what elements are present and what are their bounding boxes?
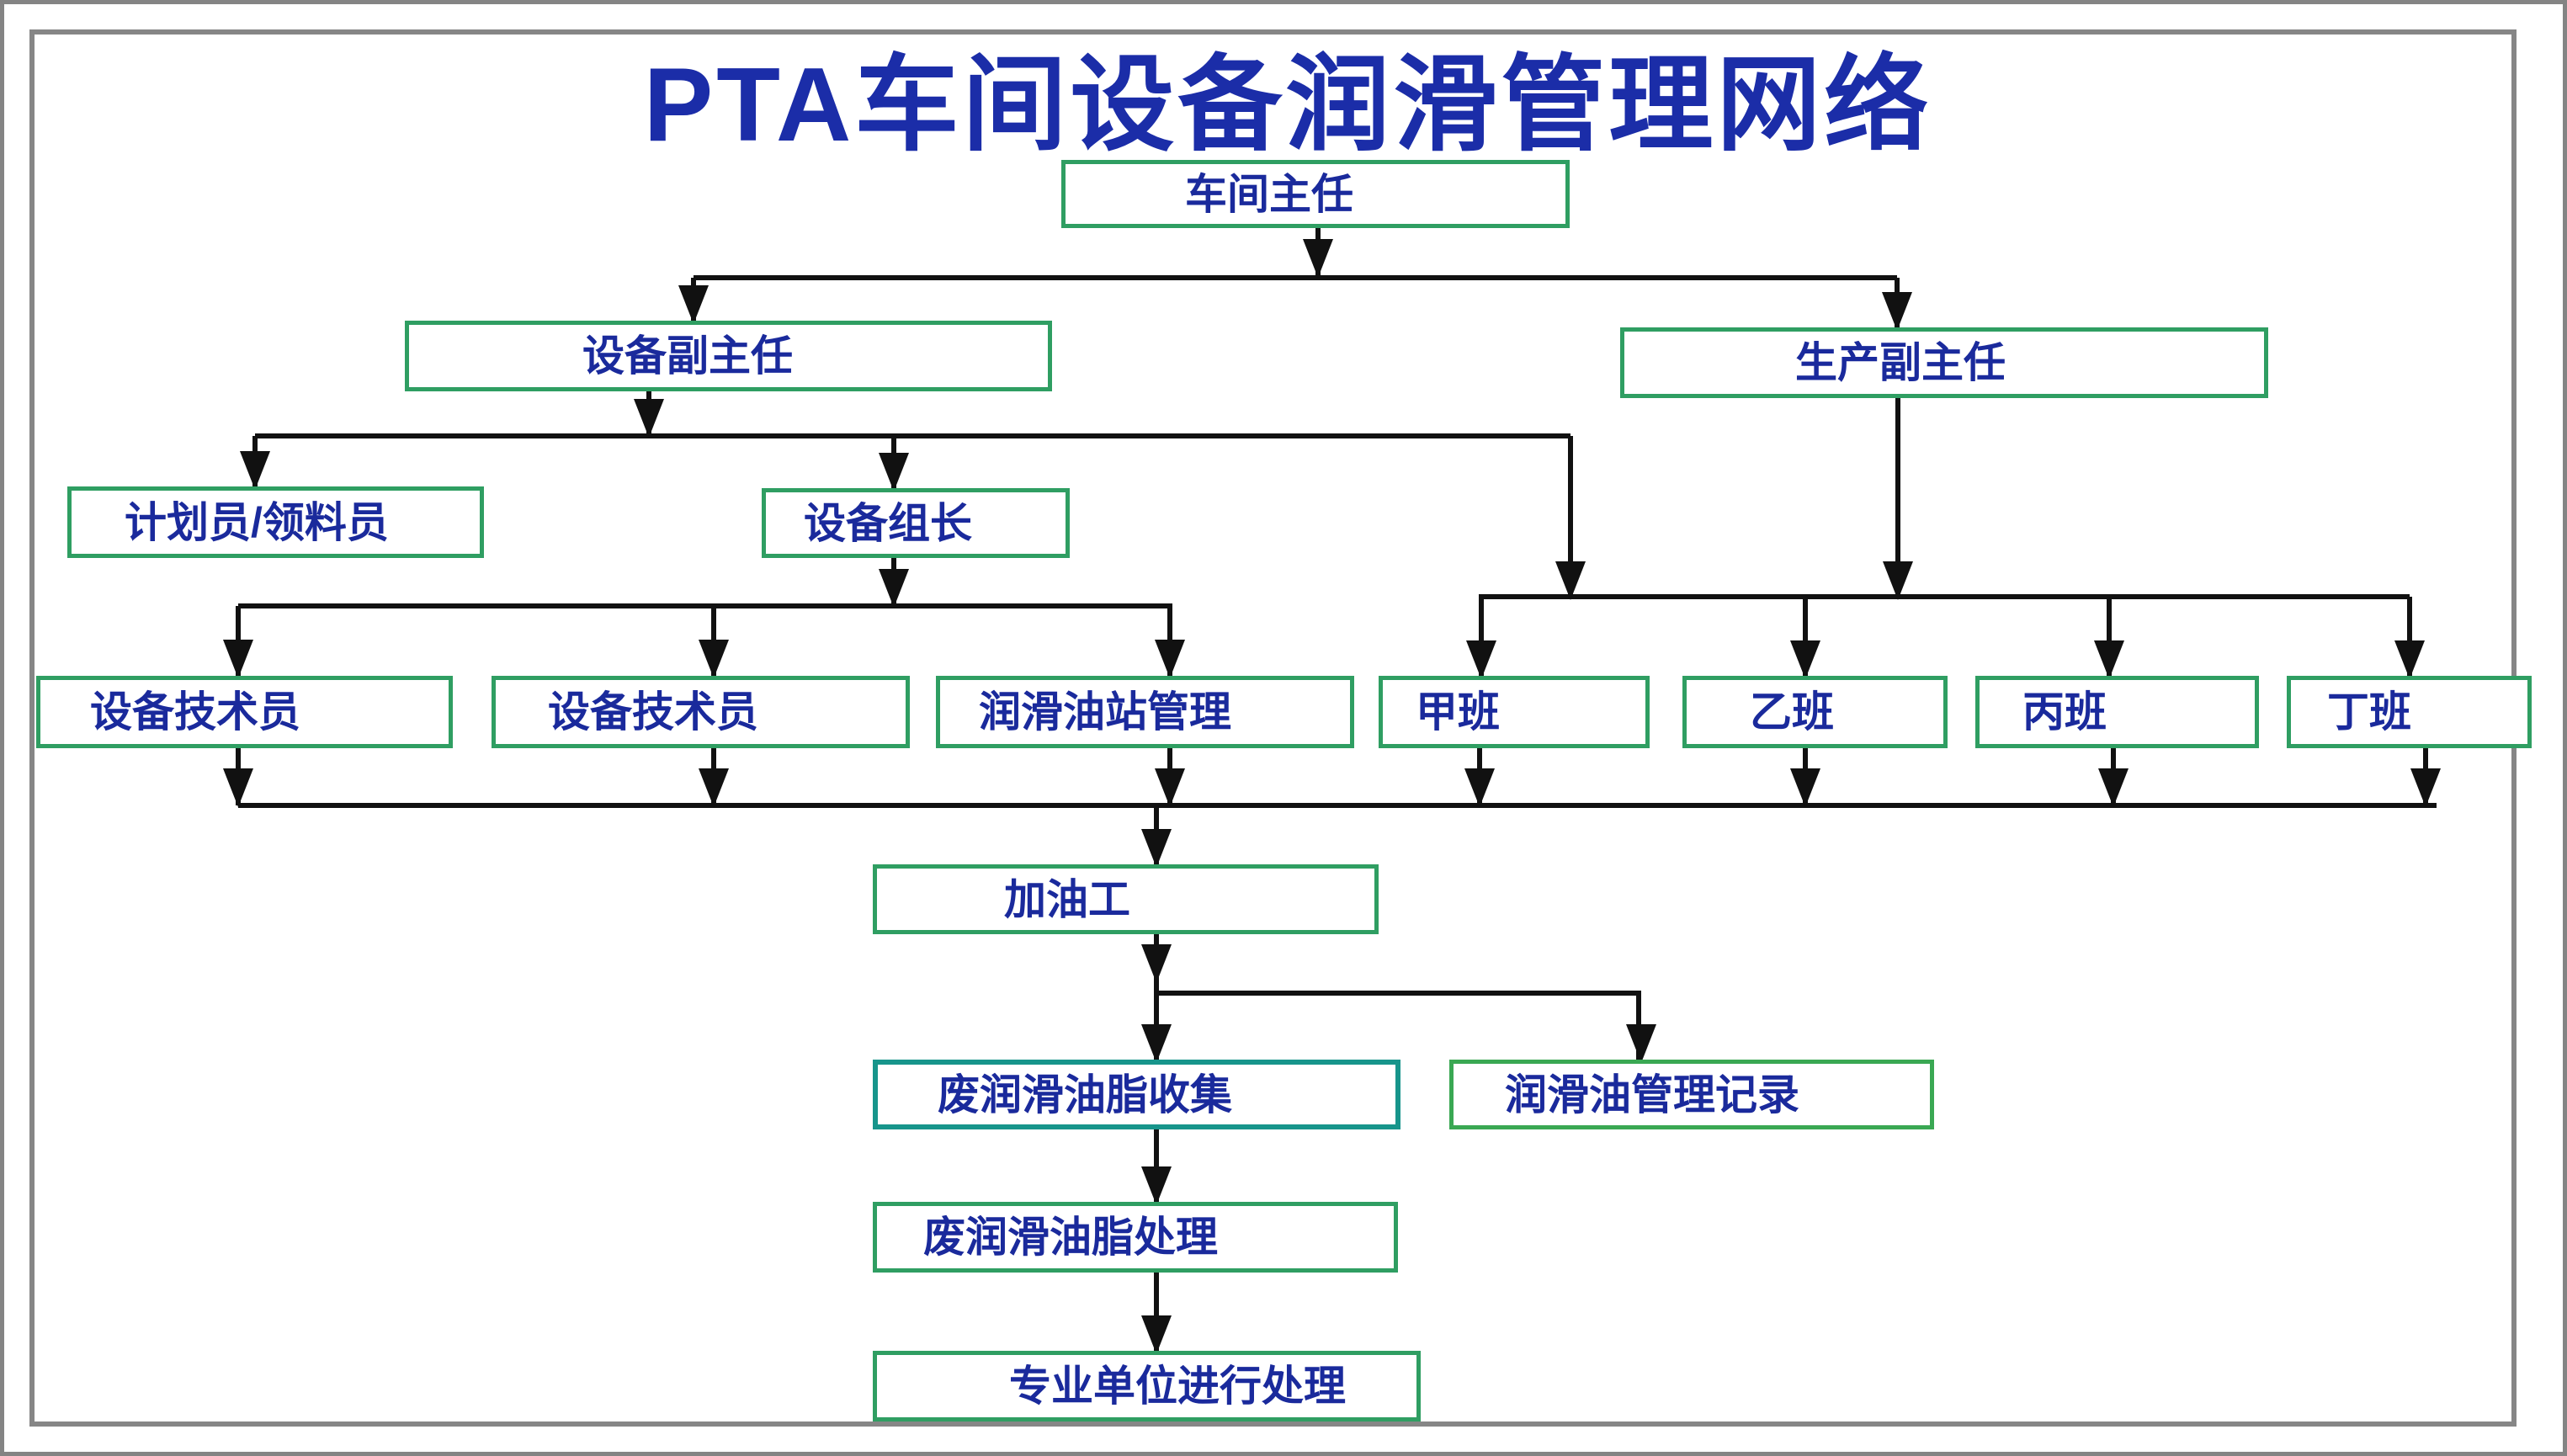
arrowhead — [1141, 829, 1172, 868]
node-lube-station-management: 润滑油站管理 — [936, 676, 1354, 748]
node-waste-grease-disposal: 废润滑油脂处理 — [873, 1202, 1398, 1273]
node-shift-a: 甲班 — [1379, 676, 1650, 748]
node-equipment-team-leader: 设备组长 — [762, 488, 1070, 558]
connector-line — [1479, 597, 1484, 676]
arrowhead — [879, 569, 909, 608]
connector-line — [1895, 396, 1900, 597]
arrowhead — [699, 768, 729, 807]
arrowhead — [879, 453, 909, 492]
node-shift-b-label: 乙班 — [1750, 688, 1834, 736]
arrowhead — [223, 768, 253, 807]
connector-line — [1154, 1273, 1159, 1351]
arrowhead — [2394, 640, 2425, 679]
arrowhead — [1555, 561, 1586, 600]
node-oiler-label: 加油工 — [1004, 875, 1130, 923]
node-equipment-team-leader-label: 设备组长 — [804, 499, 972, 547]
arrowhead — [1303, 239, 1333, 278]
connector-line — [1568, 436, 1573, 597]
node-equipment-technician-1: 设备技术员 — [36, 676, 453, 748]
node-shift-c-label: 丙班 — [2022, 688, 2107, 736]
arrowhead — [2098, 768, 2129, 807]
node-waste-grease-collection-label: 废润滑油脂收集 — [938, 1071, 1232, 1119]
connector-line — [1154, 1129, 1159, 1202]
connector-line — [1154, 934, 1159, 1060]
arrowhead — [1155, 768, 1185, 807]
arrowhead — [1882, 292, 1912, 331]
node-equipment-deputy-director-label: 设备副主任 — [582, 332, 793, 380]
arrowhead — [1141, 1166, 1172, 1205]
node-waste-grease-disposal-label: 废润滑油脂处理 — [923, 1214, 1218, 1261]
node-equipment-technician-2: 设备技术员 — [492, 676, 910, 748]
arrowhead — [1790, 640, 1820, 679]
arrowhead — [699, 640, 729, 678]
connector-line — [2107, 597, 2112, 676]
arrowhead — [223, 640, 253, 678]
node-equipment-technician-2-label: 设备技术员 — [548, 688, 758, 736]
arrowhead — [1790, 768, 1820, 807]
connector-line — [1156, 991, 1641, 996]
node-waste-grease-collection: 废润滑油脂收集 — [873, 1060, 1400, 1129]
arrowhead — [1883, 561, 1913, 600]
node-professional-unit-processing-label: 专业单位进行处理 — [1009, 1363, 1346, 1410]
arrowhead — [1466, 640, 1496, 679]
node-shift-a-label: 甲班 — [1416, 688, 1500, 736]
node-shift-c: 丙班 — [1975, 676, 2259, 748]
node-shift-b: 乙班 — [1682, 676, 1948, 748]
page-title: PTA车间设备润滑管理网络 — [643, 47, 1932, 163]
node-workshop-director-label: 车间主任 — [1185, 170, 1353, 218]
arrowhead — [634, 399, 664, 438]
arrowhead — [1141, 1315, 1172, 1354]
arrowhead — [1141, 1024, 1172, 1063]
connector-line — [694, 275, 1897, 280]
arrowhead — [240, 451, 270, 490]
node-workshop-director: 车间主任 — [1061, 160, 1570, 228]
arrowhead — [1155, 640, 1185, 678]
arrowhead — [2410, 768, 2441, 807]
node-production-deputy-director-label: 生产副主任 — [1795, 339, 2006, 386]
node-lube-management-records: 润滑油管理记录 — [1449, 1060, 1934, 1129]
node-lube-station-management-label: 润滑油站管理 — [979, 688, 1231, 736]
node-professional-unit-processing: 专业单位进行处理 — [873, 1351, 1421, 1421]
arrowhead — [1141, 944, 1172, 983]
arrowhead — [1626, 1024, 1656, 1063]
node-equipment-technician-1-label: 设备技术员 — [90, 688, 300, 736]
node-oiler: 加油工 — [873, 864, 1379, 934]
node-lube-management-records-label: 润滑油管理记录 — [1505, 1071, 1799, 1119]
node-planner-material-clerk-label: 计划员/领料员 — [125, 498, 389, 546]
connector-line — [238, 803, 2437, 808]
arrowhead — [2094, 640, 2124, 679]
node-equipment-deputy-director: 设备副主任 — [405, 321, 1052, 391]
connector-line — [1479, 594, 2410, 599]
arrowhead — [678, 285, 709, 324]
connector-line — [1803, 597, 1808, 676]
node-shift-d-label: 丁班 — [2327, 688, 2411, 736]
node-shift-d: 丁班 — [2287, 676, 2532, 748]
node-production-deputy-director: 生产副主任 — [1620, 327, 2268, 398]
connector-line — [238, 603, 1172, 608]
arrowhead — [1464, 768, 1495, 807]
node-planner-material-clerk: 计划员/领料员 — [67, 486, 484, 558]
connector-line — [255, 433, 1570, 438]
connector-line — [2407, 597, 2412, 676]
